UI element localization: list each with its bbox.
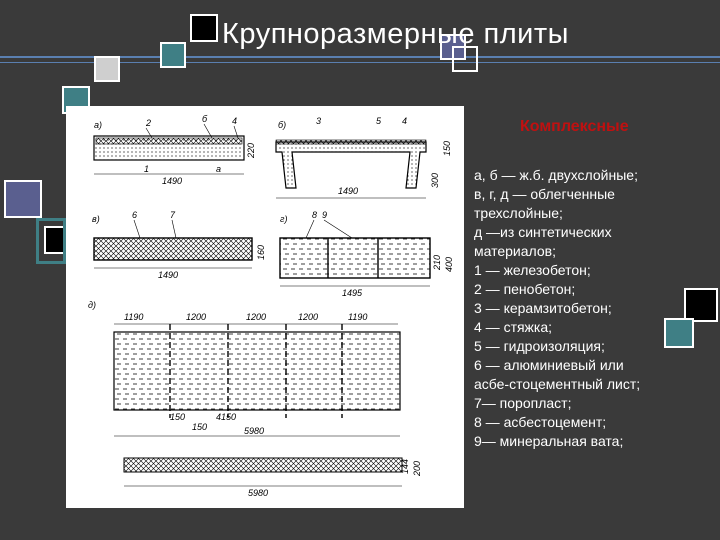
- panel-b-body: [275, 141, 427, 189]
- label-3: 3: [316, 116, 321, 126]
- leader-line: [133, 219, 141, 239]
- legend-item: 6 — алюминиевый или: [474, 357, 624, 373]
- decor-line-top-2: [0, 62, 720, 63]
- leader-line: [323, 219, 353, 239]
- decor-square: [452, 46, 478, 72]
- label-d: д): [88, 300, 96, 310]
- label-6: 6: [132, 210, 137, 220]
- legend-item: а, б — ж.б. двухслойные;: [474, 167, 638, 183]
- label-1: 1: [144, 164, 149, 174]
- dim-1495: 1495: [342, 288, 363, 298]
- label-4: 4: [232, 116, 237, 126]
- legend-item: 2 — пенобетон;: [474, 281, 576, 297]
- dim-400: 400: [444, 257, 454, 272]
- panel-b-top: [275, 139, 427, 145]
- dim-200: 200: [412, 461, 422, 477]
- label-2: 2: [145, 118, 151, 128]
- dim-210: 210: [432, 255, 442, 271]
- decor-line-top: [0, 56, 720, 58]
- section-subtitle: Комплексные: [520, 118, 629, 135]
- decor-square: [94, 56, 120, 82]
- leader-line: [203, 123, 213, 139]
- label-a: а): [94, 120, 102, 130]
- dim-150: 150: [442, 141, 452, 156]
- legend-item: материалов;: [474, 243, 556, 259]
- dim-1490-b: 1490: [338, 186, 358, 196]
- label-b-small: б: [202, 114, 208, 124]
- dim-1490-c: 1490: [158, 270, 178, 280]
- legend-item: 7— поропласт;: [474, 395, 572, 411]
- label-8: 8: [312, 210, 317, 220]
- panel-v-body: [93, 237, 253, 261]
- legend-list: а, б — ж.б. двухслойные; в, г, д — облег…: [474, 166, 714, 451]
- legend-item: д —из синтетических: [474, 224, 612, 240]
- decor-square: [684, 288, 718, 322]
- dim-220: 220: [246, 143, 256, 159]
- legend-item: в, г, д — облегченные: [474, 186, 615, 202]
- dim-5980-a: 5980: [244, 426, 264, 436]
- leader-line: [305, 219, 315, 239]
- label-b: б): [278, 120, 286, 130]
- dim-160: 160: [256, 245, 266, 260]
- dim-top-5: 1190: [348, 312, 367, 322]
- label-4b: 4: [402, 116, 407, 126]
- leader-line: [171, 219, 177, 239]
- decor-square: [36, 218, 66, 264]
- panel-g-body: [279, 237, 431, 279]
- dim-top-3: 1200: [246, 312, 266, 322]
- legend-item: 3 — керамзитобетон;: [474, 300, 612, 316]
- technical-drawing-panel: а) 2 б 4 1 1490 а 220 б) 3 5 4 1490 300 …: [66, 106, 464, 508]
- slide-title: Крупноразмерные плиты: [222, 18, 569, 50]
- panel-d-plan: [113, 331, 401, 411]
- label-g: г): [280, 214, 287, 224]
- dim-5980-b: 5980: [248, 488, 268, 498]
- dim-top-4: 1200: [298, 312, 318, 322]
- leader-line: [233, 125, 239, 139]
- dim-300: 300: [430, 173, 440, 188]
- label-v: в): [92, 214, 100, 224]
- dim-150-small-2: 150: [192, 422, 207, 432]
- panel-d-section: [123, 457, 403, 473]
- legend-item: 9— минеральная вата;: [474, 433, 624, 449]
- label-5: 5: [376, 116, 382, 126]
- legend-item: 1 — железобетон;: [474, 262, 591, 278]
- label-a-small: а: [216, 164, 221, 174]
- dim-150-small: 150: [170, 412, 185, 422]
- legend-item: трехслойные;: [474, 205, 563, 221]
- dim-top-1: 1190: [124, 312, 143, 322]
- decor-square: [160, 42, 186, 68]
- label-7: 7: [170, 210, 176, 220]
- legend-item: 8 — асбестоцемент;: [474, 414, 607, 430]
- panel-a-top: [95, 137, 243, 145]
- label-9: 9: [322, 210, 327, 220]
- decor-square: [4, 180, 42, 218]
- dim-144: 144: [400, 459, 410, 474]
- legend-item: 4 — стяжка;: [474, 319, 553, 335]
- decor-square: [190, 14, 218, 42]
- legend-item: асбе-стоцементный лист;: [474, 376, 641, 392]
- dim-1490-a: 1490: [162, 176, 182, 186]
- dim-4150: 4150: [216, 412, 236, 422]
- decor-square: [664, 318, 694, 348]
- dim-top-2: 1200: [186, 312, 206, 322]
- legend-item: 5 — гидроизоляция;: [474, 338, 605, 354]
- leader-line: [145, 127, 153, 139]
